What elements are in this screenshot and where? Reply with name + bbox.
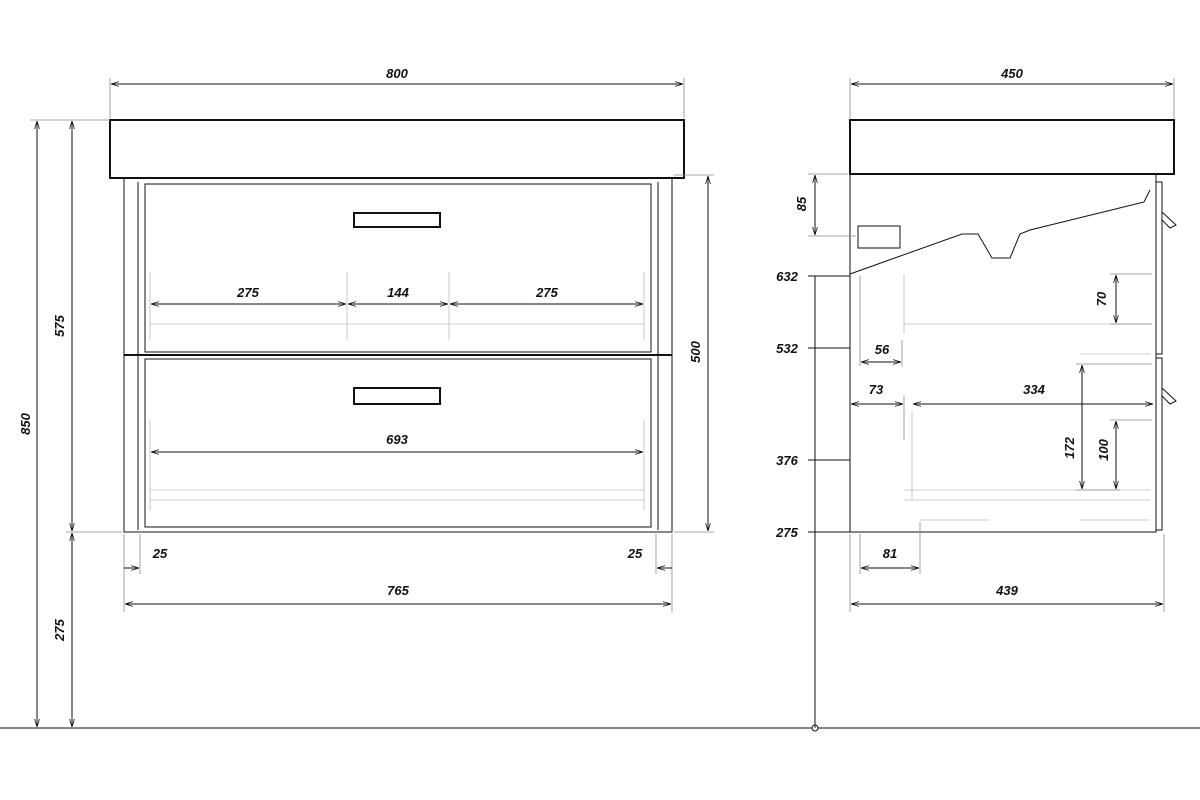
side-lower-drawer-front [1156, 357, 1163, 531]
dim-rear-offset: 73 [869, 382, 884, 397]
dim-top-drop: 85 [794, 196, 809, 211]
side-upper-handle [1161, 211, 1177, 229]
siphon-cutout [849, 189, 1151, 275]
dim-inner-offset-56: 56 [875, 342, 890, 357]
dim-total-width: 800 [386, 66, 408, 81]
dim-lower-drawer-outer: 172 [1062, 436, 1077, 458]
side-cabinet-body [849, 173, 1157, 533]
dim-right-offset: 25 [627, 546, 643, 561]
dim-left-offset: 25 [152, 546, 168, 561]
side-countertop [849, 119, 1175, 175]
side-upper-drawer-front [1156, 181, 1163, 355]
dim-floor-clearance: 275 [52, 618, 67, 641]
front-lower-handle [353, 387, 441, 405]
dim-body-height: 500 [688, 340, 703, 362]
dim-cabinet-height: 575 [52, 314, 67, 336]
dim-body-width: 765 [387, 583, 409, 598]
dim-upper-left: 275 [236, 285, 259, 300]
front-view: 800 850 575 275 500 275 144 275 693 25 [18, 66, 714, 727]
dim-lower-drawer-inner: 100 [1096, 438, 1111, 460]
dim-lower-width: 693 [386, 432, 408, 447]
front-upper-handle [353, 212, 441, 228]
dim-drawer-depth: 334 [1023, 382, 1045, 397]
side-view: 450 85 632 532 376 275 70 56 73 334 [775, 66, 1177, 728]
level-376: 376 [776, 453, 798, 468]
level-632: 632 [776, 269, 798, 284]
dim-upper-middle: 144 [387, 285, 409, 300]
dim-total-depth: 450 [1000, 66, 1023, 81]
dim-upper-right: 275 [535, 285, 558, 300]
dim-total-height: 850 [18, 412, 33, 434]
level-275: 275 [775, 525, 798, 540]
dim-upper-drawer-height: 70 [1094, 291, 1109, 306]
siphon-box [857, 225, 901, 249]
front-countertop [109, 119, 685, 179]
dim-body-depth: 439 [995, 583, 1018, 598]
level-532: 532 [776, 341, 798, 356]
dim-bottom-offset: 81 [883, 546, 897, 561]
front-lower-drawer [144, 358, 652, 528]
front-upper-drawer [144, 183, 652, 353]
side-lower-handle [1161, 387, 1177, 405]
